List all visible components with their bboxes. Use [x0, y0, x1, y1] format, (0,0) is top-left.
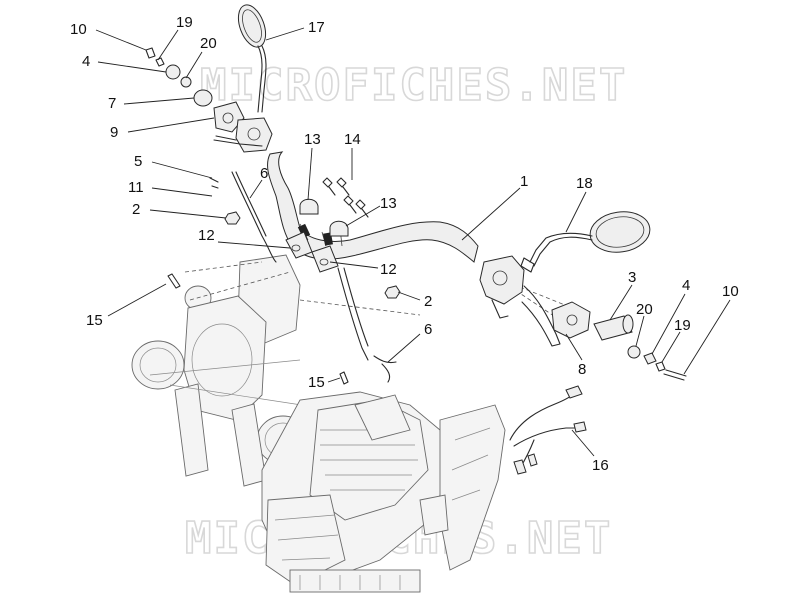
callout-10-right: 10 — [722, 283, 739, 300]
left-mirror — [237, 4, 267, 113]
callout-4-right: 4 — [682, 277, 690, 294]
callout-18: 18 — [576, 175, 593, 192]
callout-12-left: 12 — [198, 227, 215, 244]
clutch-lever-assembly — [213, 117, 273, 153]
callout-19-left: 19 — [176, 14, 193, 31]
callout-13-top: 13 — [304, 131, 321, 148]
clamp-bolts — [322, 177, 369, 218]
screws-15 — [167, 273, 349, 385]
callout-15-left: 15 — [86, 312, 103, 329]
clamp-halves — [299, 198, 349, 237]
right-nut — [384, 285, 401, 299]
wiring-harness — [509, 385, 587, 475]
engine-assembly — [131, 254, 506, 593]
throttle-cables — [337, 267, 397, 383]
callout-19-right: 19 — [674, 317, 691, 334]
left-cable — [209, 171, 277, 263]
watermark-top: MICROFICHES.NET — [200, 60, 627, 111]
right-switch-housing — [551, 301, 591, 339]
right-grip-parts — [627, 345, 687, 381]
right-grip — [593, 314, 634, 341]
callout-14: 14 — [344, 131, 361, 148]
callout-6-top: 6 — [260, 165, 268, 182]
callout-1: 1 — [520, 173, 528, 190]
guide-lines — [184, 261, 566, 321]
callout-20-left: 20 — [200, 35, 217, 52]
callout-5: 5 — [134, 153, 142, 170]
left-nut — [224, 211, 241, 225]
callout-3: 3 — [628, 269, 636, 286]
callout-numbers: 10 19 20 4 7 9 17 5 11 2 6 13 14 13 1 18… — [70, 14, 739, 474]
callout-7: 7 — [108, 95, 116, 112]
callout-17: 17 — [308, 19, 325, 36]
handlebar-clamps — [285, 231, 339, 273]
callout-4-left: 4 — [82, 53, 90, 70]
callout-9: 9 — [110, 124, 118, 141]
callout-15-bottom: 15 — [308, 374, 325, 391]
right-mirror — [520, 211, 651, 273]
callout-20-right: 20 — [636, 301, 653, 318]
callout-8: 8 — [578, 361, 586, 378]
leader-lines — [95, 27, 731, 457]
callout-6-bottom: 6 — [424, 321, 432, 338]
callout-10-left: 10 — [70, 21, 87, 38]
callout-16: 16 — [592, 457, 609, 474]
brake-master-cylinder — [479, 255, 561, 347]
callout-13-right: 13 — [380, 195, 397, 212]
callout-2-left: 2 — [132, 201, 140, 218]
callout-12-right: 12 — [380, 261, 397, 278]
callout-11: 11 — [128, 179, 144, 196]
callout-2-right: 2 — [424, 293, 432, 310]
